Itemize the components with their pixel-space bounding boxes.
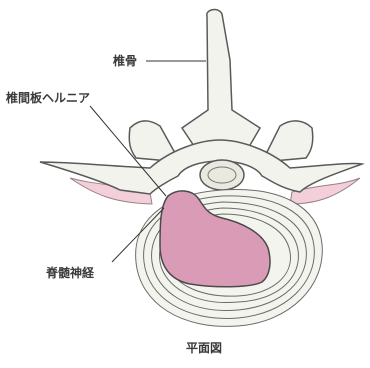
spinal-cord bbox=[200, 160, 244, 190]
spinal-nerve-label: 脊髄神経 bbox=[46, 267, 94, 279]
vertebra-label: 椎骨 bbox=[113, 55, 137, 67]
view-caption: 平面図 bbox=[186, 342, 222, 354]
disc-herniation-label: 椎間板ヘルニア bbox=[6, 92, 90, 104]
spinous-process bbox=[182, 10, 260, 152]
